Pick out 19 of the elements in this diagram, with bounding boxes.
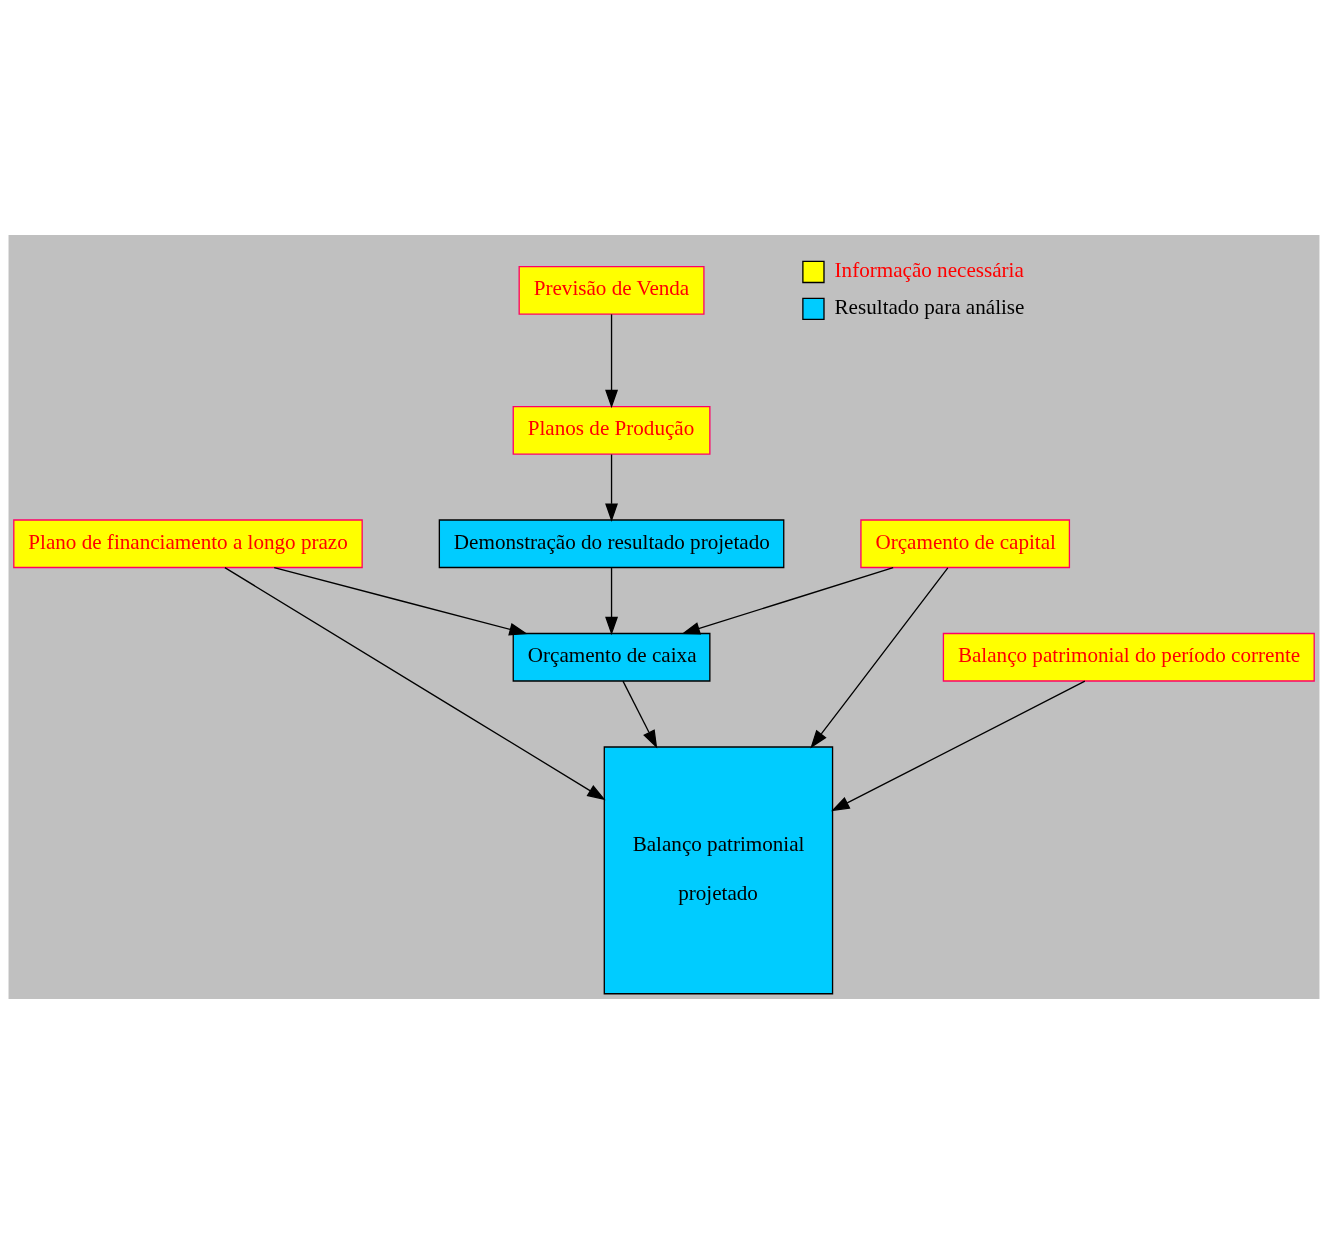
node-box: Previsão de Venda [518, 266, 705, 315]
arrow [224, 566, 606, 801]
arrow [810, 567, 949, 749]
arrow [605, 567, 619, 636]
arrow [605, 453, 619, 522]
node-box: Balanço patrimonial do período corrente [942, 632, 1315, 682]
legend-label: Resultado para análise [834, 294, 1025, 319]
arrow [681, 567, 894, 635]
node-box: Planos de Produção [512, 405, 711, 455]
arrow [622, 680, 658, 749]
legend-label: Informação necessária [834, 257, 1024, 282]
arrow [831, 680, 1086, 812]
node-box: Balanço patrimonial projetado [603, 746, 834, 995]
arrow [605, 313, 619, 409]
node-box: Demonstração do resultado projetado [438, 519, 785, 569]
node-box: Orçamento de caixa [512, 632, 711, 682]
node-box: Orçamento de capital [860, 519, 1071, 569]
arrow [273, 567, 528, 636]
node-box: Plano de financiamento a longo prazo [13, 519, 363, 569]
